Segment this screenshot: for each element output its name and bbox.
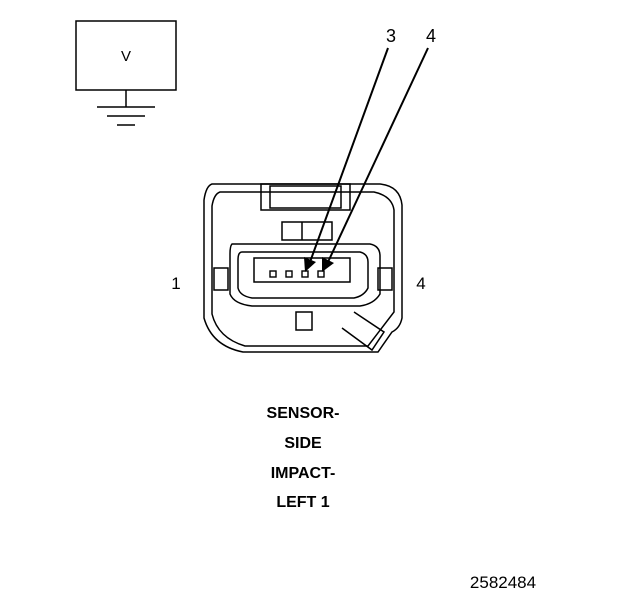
pin-cavities xyxy=(269,270,325,278)
pin-4 xyxy=(317,270,325,278)
voltmeter-symbol: V xyxy=(75,20,177,107)
callout-pin-3: 3 xyxy=(386,26,396,46)
ground-icon xyxy=(97,106,155,126)
component-name-line-3: IMPACT- xyxy=(271,465,336,482)
pin-1 xyxy=(269,270,277,278)
probe-leader-pin-4 xyxy=(322,47,429,272)
callout-pin-4: 4 xyxy=(426,26,436,46)
figure-id: 2582484 xyxy=(470,573,536,592)
connector-pin-label-right: 4 xyxy=(416,274,425,293)
voltmeter-label: V xyxy=(121,48,131,65)
probe-leader-pin-3 xyxy=(304,47,389,272)
connector-pin-label-left: 1 xyxy=(171,274,180,293)
component-name-line-4: LEFT 1 xyxy=(276,494,329,511)
component-name: SENSOR- SIDE IMPACT- LEFT 1 xyxy=(267,405,340,511)
pin-2 xyxy=(285,270,293,278)
connector-housing xyxy=(203,183,403,353)
component-name-line-1: SENSOR- xyxy=(267,405,340,422)
component-name-line-2: SIDE xyxy=(284,435,322,452)
